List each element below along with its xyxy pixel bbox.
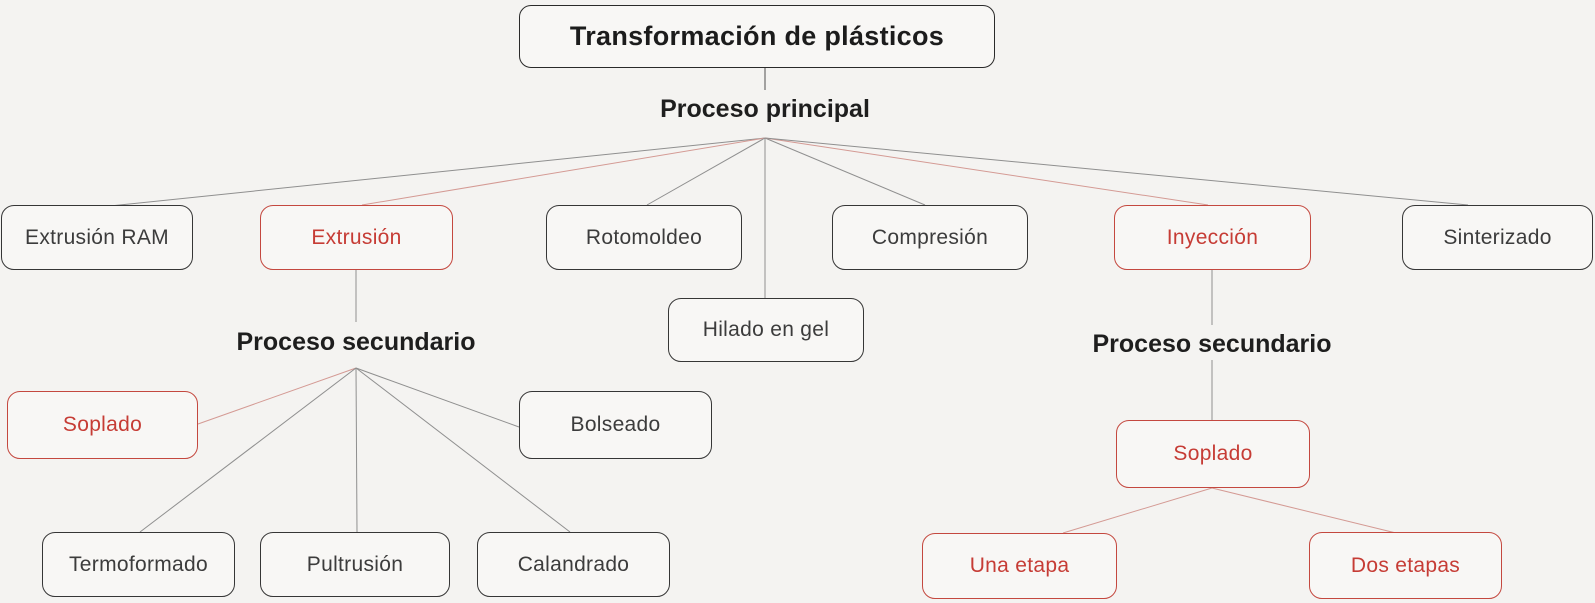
node-soplado-extrusion: Soplado <box>7 391 198 459</box>
edge-principal-extrusion-ram <box>109 137 766 207</box>
label-proceso-secundario-extrusion: Proceso secundario <box>236 328 476 356</box>
node-soplado-inyeccion: Soplado <box>1116 420 1310 488</box>
edge-soplado-una-etapa <box>1062 487 1213 534</box>
edge-secundario-calandrado <box>355 367 571 533</box>
edge-soplado-dos-etapas <box>1211 487 1397 534</box>
edge-secundario-soplado <box>197 367 357 425</box>
edge-principal-compresion <box>764 137 926 206</box>
edge-principal-inyeccion <box>764 137 1209 206</box>
node-title: Transformación de plásticos <box>519 5 995 68</box>
node-rotomoldeo: Rotomoldeo <box>546 205 742 270</box>
node-inyeccion: Inyección <box>1114 205 1311 270</box>
edge-secundario-bolseado <box>355 367 520 428</box>
edge-principal-rotomoldeo <box>646 137 766 206</box>
node-calandrado: Calandrado <box>477 532 670 597</box>
node-pultrusion: Pultrusión <box>260 532 450 597</box>
edge-secundario-pultrusion <box>355 367 358 533</box>
node-hilado-en-gel: Hilado en gel <box>668 298 864 362</box>
node-termoformado: Termoformado <box>42 532 235 597</box>
node-sinterizado: Sinterizado <box>1402 205 1593 270</box>
node-una-etapa: Una etapa <box>922 533 1117 599</box>
edge-principal-sinterizado <box>764 137 1469 206</box>
node-compresion: Compresión <box>832 205 1028 270</box>
node-extrusion: Extrusión <box>260 205 453 270</box>
label-proceso-secundario-inyeccion: Proceso secundario <box>1092 330 1332 358</box>
edge-secundario-termoformado <box>139 367 357 533</box>
label-proceso-principal: Proceso principal <box>660 95 870 123</box>
node-bolseado: Bolseado <box>519 391 712 459</box>
node-dos-etapas: Dos etapas <box>1309 532 1502 599</box>
edge-principal-extrusion <box>361 137 766 206</box>
node-extrusion-ram: Extrusión RAM <box>1 205 193 270</box>
